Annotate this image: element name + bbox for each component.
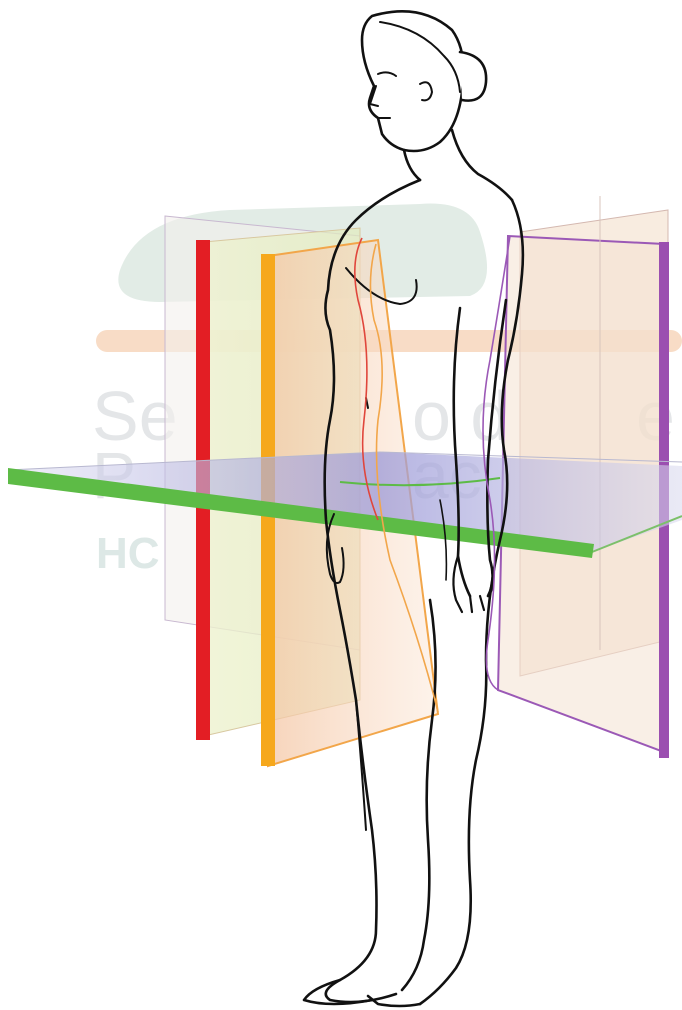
- figure-hair-bun: [460, 52, 486, 101]
- watermark-line3: HC: [96, 529, 160, 578]
- figure-foot-front: [368, 996, 420, 1006]
- figure-neck-back: [452, 130, 512, 200]
- figure-neck-front: [404, 150, 420, 180]
